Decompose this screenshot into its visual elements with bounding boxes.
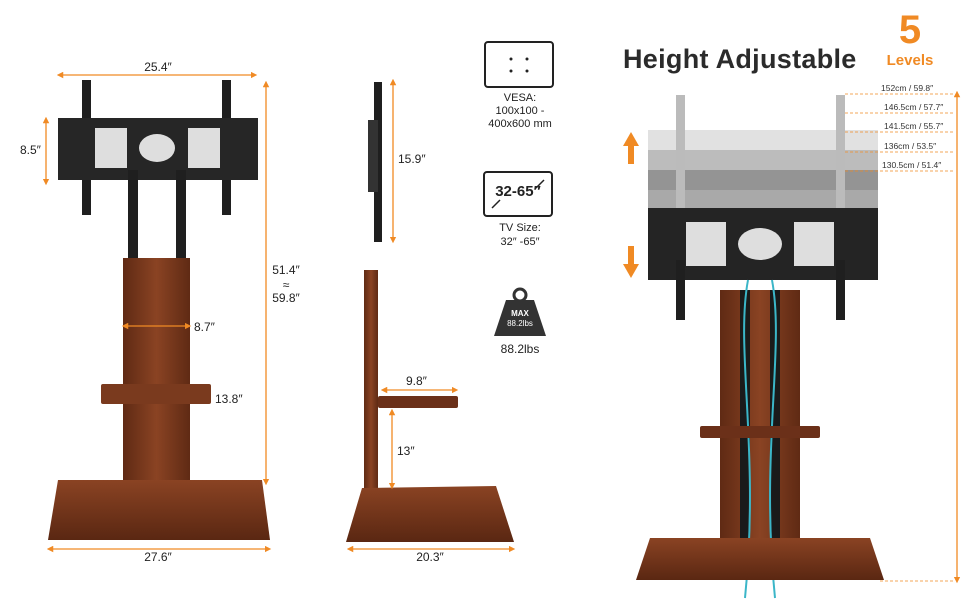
level-label: 130.5cm / 51.4″ — [882, 160, 942, 170]
vesa-value-2: 400x600 mm — [488, 118, 552, 130]
levels-number: 5 — [898, 8, 922, 52]
front-column — [123, 258, 190, 488]
tv-size-label: TV Size: — [499, 222, 541, 234]
weight-value: 88.2lbs — [500, 342, 540, 356]
side-view-stand — [346, 82, 514, 542]
side-base-depth-label: 20.3″ — [416, 550, 444, 564]
front-shelf — [101, 384, 211, 404]
side-base — [346, 486, 514, 542]
vesa-icon — [484, 41, 554, 88]
tv-size-icon — [483, 171, 553, 217]
headline: Height Adjustable — [623, 44, 857, 74]
level-label: 136cm / 53.5″ — [884, 141, 937, 151]
side-column — [364, 270, 378, 510]
front-height-min-label: 51.4″ — [272, 263, 300, 277]
tv-size-badge: 32-65″ — [495, 183, 541, 200]
front-width-top-label: 25.4″ — [144, 60, 172, 74]
vesa-value-1: 100x100 - — [495, 105, 545, 117]
front-base — [48, 480, 270, 540]
front-bracket-height-label: 8.5″ — [20, 143, 41, 157]
front-column-width-label: 8.7″ — [194, 320, 215, 334]
weight-badge-line2: 88.2lbs — [507, 319, 533, 328]
weight-icon — [494, 287, 546, 336]
level-guides — [845, 93, 955, 582]
side-shelf-depth-label: 9.8″ — [406, 374, 427, 388]
side-shelf-height-label: 13″ — [397, 444, 415, 458]
side-bracket-height-label: 15.9″ — [398, 152, 426, 166]
weight-badge-line1: MAX — [511, 309, 529, 318]
vesa-label: VESA: — [503, 92, 537, 104]
front-shelf-width-label: 13.8″ — [215, 392, 243, 406]
front-height-max-label: 59.8″ — [272, 291, 300, 305]
level-label: 146.5cm / 57.7″ — [884, 102, 944, 112]
front-height-sep: ≈ — [282, 278, 290, 292]
height-adjustable-stand — [636, 95, 884, 599]
levels-word: Levels — [886, 52, 934, 69]
adjust-arrows-icon — [623, 132, 639, 278]
tv-size-value: 32″ -65″ — [500, 236, 540, 248]
side-shelf — [378, 396, 458, 408]
front-view-stand — [48, 80, 270, 540]
level-label: 141.5cm / 55.7″ — [884, 121, 944, 131]
level-label: 152cm / 59.8″ — [881, 83, 934, 93]
front-base-width-label: 27.6″ — [144, 550, 172, 564]
